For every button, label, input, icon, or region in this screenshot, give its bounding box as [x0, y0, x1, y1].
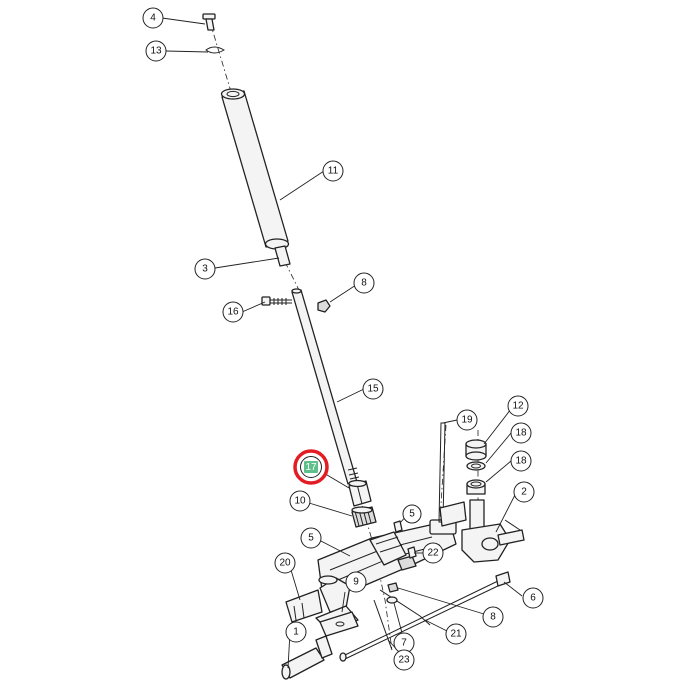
svg-text:11: 11: [328, 166, 339, 177]
svg-text:19: 19: [461, 415, 473, 426]
callout-1: 1: [285, 621, 307, 643]
callout-15: 15: [362, 378, 384, 400]
leader-4: [161, 17, 206, 25]
leader-10: [308, 502, 353, 517]
callout-17-highlighted: 17: [293, 449, 329, 485]
callout-23: 23: [393, 649, 415, 671]
ring-part-18-lower: [466, 479, 486, 495]
callout-19: 19: [456, 409, 478, 431]
leader-7: [393, 602, 403, 634]
svg-text:18: 18: [515, 428, 527, 439]
svg-text:5: 5: [308, 533, 314, 544]
plate-part-9: [319, 611, 359, 637]
axis-line-mid: [284, 261, 301, 293]
svg-text:23: 23: [398, 655, 410, 666]
svg-text:20: 20: [279, 558, 291, 569]
leader-2: [495, 492, 517, 533]
callout-3: 3: [194, 258, 216, 280]
svg-text:1: 1: [293, 627, 299, 638]
svg-text:8: 8: [490, 612, 496, 623]
leader-9: [341, 591, 346, 613]
nut-part-8-upper: [317, 299, 331, 313]
axis-line-top: [209, 21, 233, 96]
grip-tube-part-11: [220, 88, 290, 250]
svg-text:18: 18: [515, 456, 527, 467]
axle-part-1: [281, 635, 333, 680]
ring-part-18-upper: [466, 461, 486, 471]
callout-12: 12: [507, 395, 529, 417]
knob-part-12: [465, 439, 487, 461]
callout-22: 22: [422, 542, 444, 564]
svg-text:9: 9: [353, 577, 359, 588]
callout-20: 20: [274, 552, 296, 574]
bolt-part-4: [202, 13, 216, 31]
callout-4: 4: [142, 7, 164, 29]
leader-15: [336, 388, 365, 403]
svg-text:2: 2: [521, 487, 527, 498]
coupler-part-17: [348, 479, 372, 507]
callout-18-lower: 18: [510, 450, 532, 472]
callout-5-left: 5: [300, 527, 322, 549]
callout-16: 16: [222, 301, 244, 323]
leader-18b: [485, 460, 512, 483]
leader-21: [424, 619, 448, 632]
svg-text:10: 10: [294, 496, 306, 507]
svg-text:16: 16: [227, 307, 239, 318]
svg-text:8: 8: [361, 278, 367, 289]
leader-11: [279, 170, 325, 201]
callout-18-upper: 18: [510, 422, 532, 444]
callout-6: 6: [522, 587, 544, 609]
svg-text:3: 3: [202, 264, 208, 275]
callout-8-upper: 8: [353, 272, 375, 294]
svg-text:7: 7: [401, 638, 407, 649]
callout-11: 11: [322, 160, 344, 182]
nut-part-8-lower: [387, 582, 399, 593]
svg-text:5: 5: [409, 509, 415, 520]
screw-part-5-right: [393, 520, 403, 533]
leader-16: [241, 301, 266, 313]
svg-text:21: 21: [450, 629, 462, 640]
svg-text:4: 4: [150, 13, 156, 24]
bolt-part-22: [407, 546, 417, 559]
leader-12: [483, 408, 512, 445]
callout-21: 21: [445, 623, 467, 645]
svg-text:17: 17: [305, 462, 317, 473]
gear-part-10: [351, 506, 377, 528]
leader-6: [503, 581, 523, 597]
callout-9: 9: [345, 571, 367, 593]
leader-20: [290, 569, 301, 601]
svg-text:12: 12: [512, 401, 524, 412]
leader-5-left: [318, 539, 351, 557]
shaft-part-23: [373, 599, 393, 651]
callout-10: 10: [289, 490, 311, 512]
clip-part-13: [205, 46, 225, 54]
svg-text:15: 15: [367, 384, 379, 395]
callout-2: 2: [513, 481, 535, 503]
svg-text:6: 6: [530, 593, 536, 604]
leader-13: [165, 50, 209, 53]
pivot-bracket-part-2: [461, 499, 525, 563]
shaft-part-15: [291, 288, 360, 485]
callout-5-right: 5: [402, 504, 422, 524]
svg-text:13: 13: [150, 46, 162, 57]
bushing-part-3: [274, 245, 291, 267]
leader-8-lower: [397, 587, 485, 615]
washer-part-7: [386, 596, 398, 604]
callout-8-lower: 8: [482, 606, 504, 628]
callout-13: 13: [145, 40, 167, 62]
svg-text:22: 22: [427, 548, 439, 559]
leader-8-upper: [329, 284, 357, 303]
leader-18a: [485, 432, 512, 464]
tie-rod-part-6: [339, 571, 511, 662]
screw-part-16: [261, 296, 292, 306]
leader-3: [214, 257, 280, 269]
leader-19: [442, 419, 458, 424]
